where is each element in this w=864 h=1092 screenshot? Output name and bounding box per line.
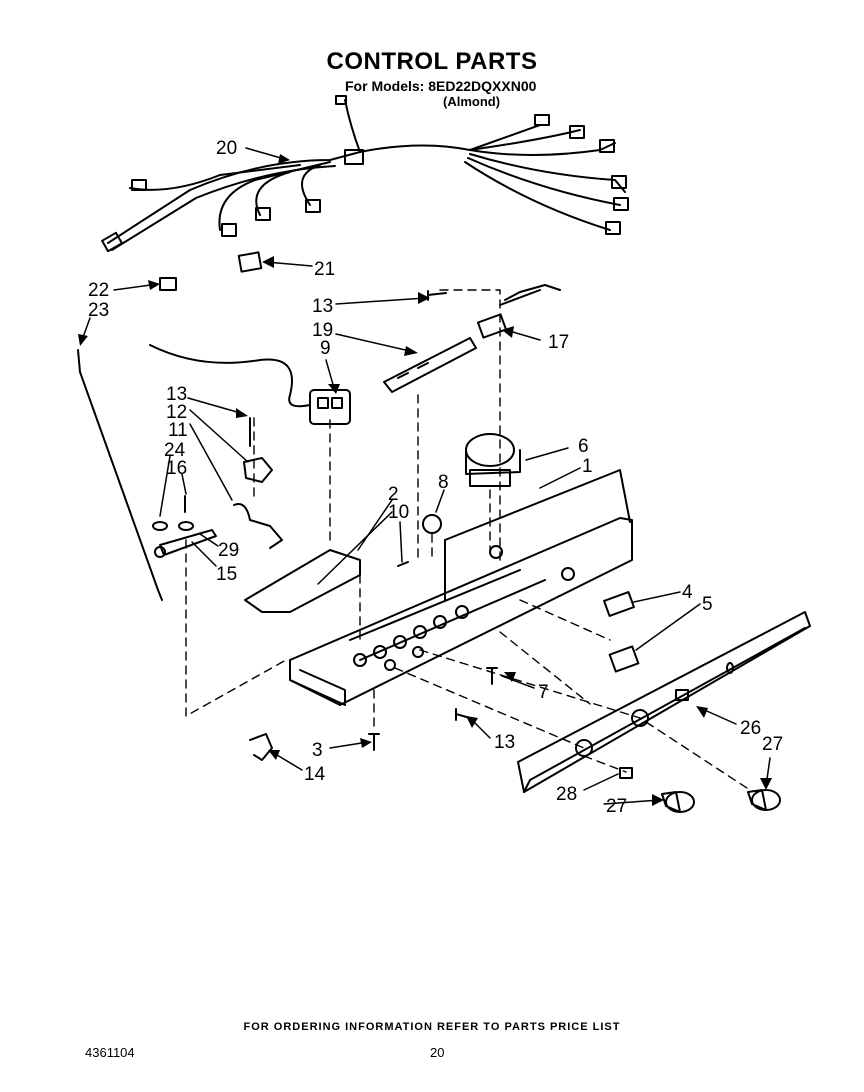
- callout-15: 15: [216, 564, 237, 585]
- control-housing-part: [289, 469, 633, 706]
- control-rod-part: [77, 349, 163, 601]
- callout-20: 20: [216, 138, 237, 159]
- ordering-note: FOR ORDERING INFORMATION REFER TO PARTS …: [243, 1021, 621, 1033]
- callout-26: 27: [762, 734, 783, 755]
- wiring-harness-part: [101, 95, 629, 253]
- callout-10: 10: [388, 502, 409, 523]
- switch-part-5: [608, 645, 640, 673]
- finish-label: (Almond): [443, 94, 501, 109]
- callout-21: 21: [314, 259, 335, 280]
- model-line: For Models: 8ED22DQXXN00: [345, 78, 537, 94]
- callout-23: 23: [88, 300, 109, 321]
- callout-22: 22: [88, 280, 109, 301]
- bushing-part-28: [619, 767, 633, 779]
- callout-13-upper: 13: [312, 296, 333, 317]
- knob-mount-part: [422, 514, 442, 534]
- callout-12: 12: [166, 402, 187, 423]
- callout-17: 17: [548, 332, 569, 353]
- callout-8: 8: [438, 472, 449, 493]
- callout-6: 6: [578, 436, 589, 457]
- clip-part-14: [249, 733, 273, 761]
- callout-7: 7: [538, 682, 549, 703]
- callout-25: 26: [740, 718, 761, 739]
- callout-28: 28: [556, 784, 577, 805]
- screw-part-7: [486, 667, 498, 685]
- clip-part: [237, 251, 263, 273]
- control-knob-26: [747, 789, 781, 811]
- callout-13-lower: 13: [494, 732, 515, 753]
- callout-16: 16: [166, 458, 187, 479]
- screw-upper-part: [427, 290, 447, 301]
- light-switch-part: [149, 344, 351, 425]
- control-knob-27: [661, 791, 695, 813]
- callout-13-mid: 13: [166, 384, 187, 405]
- document-part-number: 4361104: [85, 1045, 135, 1060]
- callout-19: 19: [312, 320, 333, 341]
- callout-3: 3: [312, 740, 323, 761]
- callout-1: 1: [582, 456, 593, 477]
- page-title: CONTROL PARTS: [326, 48, 538, 75]
- callout-5: 5: [702, 594, 713, 615]
- control-panel-part: [517, 611, 811, 793]
- callout-2: 2: [388, 484, 399, 505]
- sensor-assembly-part: [383, 284, 561, 393]
- callout-27: 27: [606, 796, 627, 817]
- callout-14: 14: [304, 764, 326, 785]
- callout-29: 29: [218, 540, 239, 561]
- screw-part-3: [368, 733, 380, 751]
- switch-part-4: [603, 591, 635, 617]
- damper-linkage-parts: [152, 417, 283, 558]
- page-number: 20: [430, 1045, 445, 1060]
- small-clip-part: [159, 277, 177, 291]
- callout-4: 4: [682, 582, 693, 603]
- cold-control-thermostat-part: [465, 433, 521, 487]
- callout-9: 9: [320, 338, 331, 359]
- callout-11: 11: [168, 420, 188, 441]
- screw-part-10: [397, 561, 409, 567]
- callout-24: 24: [164, 440, 186, 461]
